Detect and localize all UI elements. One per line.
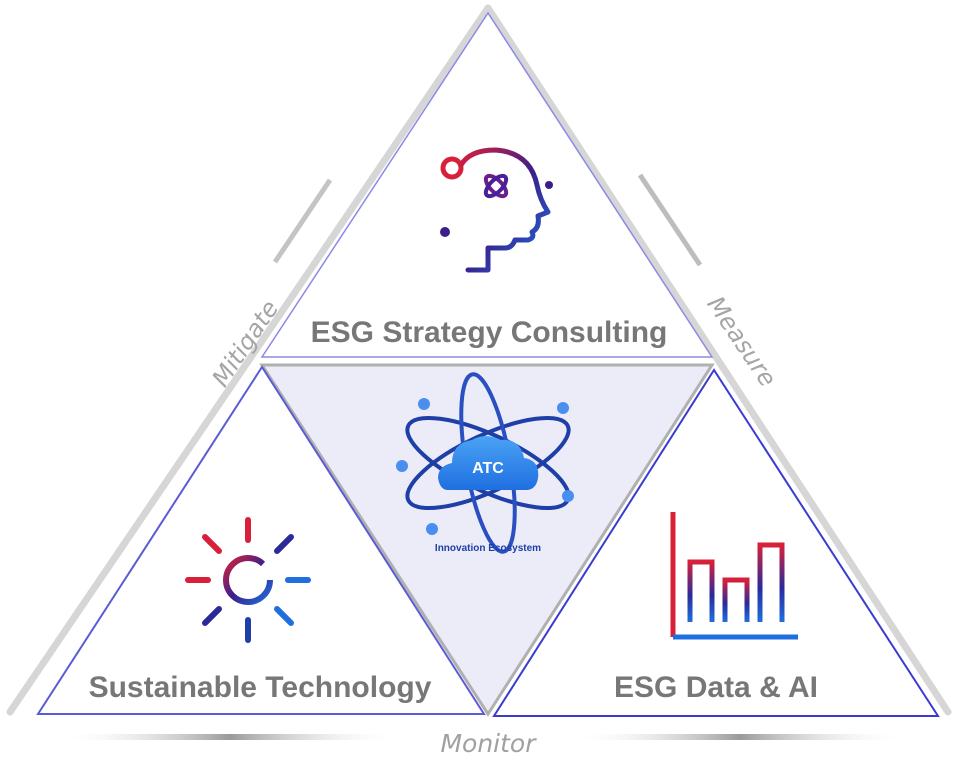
- head-atom-icon: [440, 147, 553, 273]
- right-segment-label: ESG Data & AI: [614, 671, 818, 704]
- left-triangle: [36, 365, 486, 715]
- left-segment-label: Sustainable Technology: [89, 671, 432, 704]
- edge-label-bottom: Monitor: [440, 729, 537, 758]
- cloud-atom-icon: [396, 372, 574, 554]
- bar-chart-icon: [670, 512, 798, 640]
- right-triangle: [492, 368, 940, 717]
- outer-frame: [6, 4, 952, 740]
- badge-text: ATC: [472, 460, 504, 477]
- center-triangle: [259, 363, 715, 717]
- sun-icon: [185, 517, 311, 643]
- center-caption: Innovation Ecosystem: [435, 543, 541, 554]
- top-segment-label: ESG Strategy Consulting: [311, 316, 668, 349]
